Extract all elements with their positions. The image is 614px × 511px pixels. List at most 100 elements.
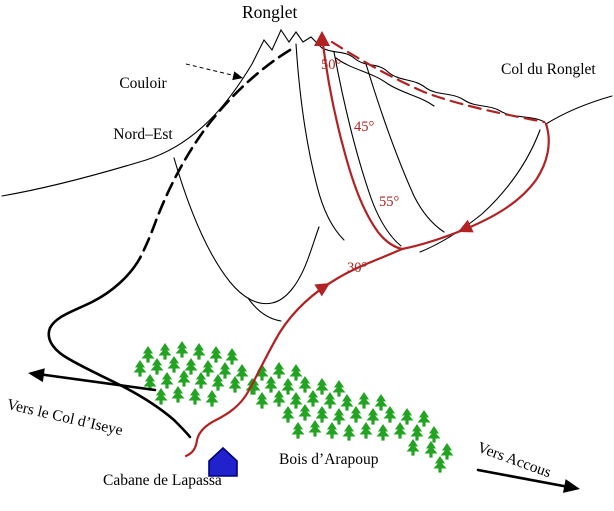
tree-icon (184, 358, 198, 375)
ridge-inner (335, 57, 435, 107)
tree-icon (417, 410, 431, 427)
traverse-arrowhead-icon (458, 219, 474, 233)
tree-icon (281, 406, 295, 423)
tree-icon (194, 372, 208, 389)
tree-icon (289, 364, 303, 381)
tree-icon (289, 392, 303, 409)
tree-icon (154, 388, 168, 405)
couloir-pointer-arrowhead-icon (232, 71, 243, 81)
tree-icon (225, 348, 239, 365)
tree-icon (150, 358, 164, 375)
bowl-line (419, 129, 541, 253)
angle-30-label: 30° (347, 260, 368, 276)
tree-icon (424, 441, 438, 458)
tree-icon (298, 404, 312, 421)
tree-icon (175, 341, 189, 358)
accous-arrowhead-icon (562, 479, 580, 493)
tree-icon (410, 424, 424, 441)
couloir-label: Couloir Nord–Est (104, 41, 182, 177)
red-route-summit-couloir (320, 34, 404, 251)
tree-icon (315, 406, 329, 423)
angle-50-label: 50° (321, 57, 342, 73)
couloir-route-dashed (138, 48, 292, 260)
col-du-ronglet-label: Col du Ronglet (501, 61, 596, 78)
tree-icon (332, 380, 346, 397)
tree-icon (315, 378, 329, 395)
tree-icon (332, 408, 346, 425)
tree-icon (357, 392, 371, 409)
bois-d-arapoup-label: Bois d’Arapoup (279, 451, 379, 468)
tree-icon (291, 422, 305, 439)
tree-icon (235, 364, 249, 381)
ascent-arrowhead-icon (314, 283, 330, 297)
tree-icon (272, 390, 286, 407)
direction-arrows (28, 63, 580, 493)
cirque-small-line (247, 297, 282, 322)
summit-arrowhead-icon (314, 31, 330, 46)
tree-icon (298, 376, 312, 393)
black-route-group (47, 48, 292, 439)
ridge-continuation (545, 95, 613, 125)
face-line-3 (365, 63, 445, 233)
ridge-right (321, 47, 547, 125)
tree-icon (383, 406, 397, 423)
peak-name-label: Ronglet (242, 2, 298, 22)
tree-icon (192, 343, 206, 360)
tree-icon (188, 388, 202, 405)
tree-icon (374, 394, 388, 411)
tree-icon (218, 362, 232, 379)
tree-icon (133, 360, 147, 377)
tree-icon (306, 390, 320, 407)
tree-icon (158, 343, 172, 360)
tree-icon (308, 420, 322, 437)
couloir-label-line2: Nord–Est (113, 126, 173, 144)
tree-icon (141, 346, 155, 363)
tree-icon (433, 456, 447, 473)
tree-icon (340, 394, 354, 411)
face-line-1 (295, 43, 345, 241)
tree-icon (349, 406, 363, 423)
tree-icon (376, 424, 390, 441)
couloir-label-line1: Couloir (119, 75, 167, 93)
tree-icon (281, 378, 295, 395)
tree-icon (272, 362, 286, 379)
tree-icon (440, 443, 454, 460)
tree-icon (400, 408, 414, 425)
tree-icon (211, 374, 225, 391)
tree-icon (323, 392, 337, 409)
cirque-line (173, 157, 320, 305)
couloir-pointer-line (185, 63, 237, 77)
angle-55-label: 55° (379, 194, 400, 210)
skyline-left (1, 28, 323, 197)
tree-icon (255, 392, 269, 409)
tree-icon (209, 346, 223, 363)
tree-icon (325, 422, 339, 439)
tree-icon (359, 422, 373, 439)
tree-icon (366, 408, 380, 425)
red-route-hidden-dashed (330, 40, 546, 124)
mountain-outlines (1, 28, 613, 322)
face-line-2 (333, 51, 402, 247)
hut-icon (208, 446, 238, 477)
red-route-lower (184, 247, 404, 458)
tree-icon (264, 376, 278, 393)
red-route-group (184, 31, 550, 458)
tree-icon (406, 439, 420, 456)
tree-icon (205, 390, 219, 407)
tree-icon (177, 370, 191, 387)
cabane-de-lapassa-label: Cabane de Lapassa (103, 472, 222, 489)
tree-icon (201, 360, 215, 377)
iseye-arrow-line (36, 372, 157, 392)
tree-icon (167, 356, 181, 373)
couloir-route-solid (47, 256, 192, 439)
red-route-col-traverse (400, 122, 550, 251)
tree-icon (228, 376, 242, 393)
accous-arrow-line (476, 468, 576, 490)
tree-icon (160, 372, 174, 389)
iseye-arrowhead-icon (28, 368, 45, 383)
tree-icon (171, 386, 185, 403)
tree-icon (427, 426, 441, 443)
tree-icon (342, 424, 356, 441)
